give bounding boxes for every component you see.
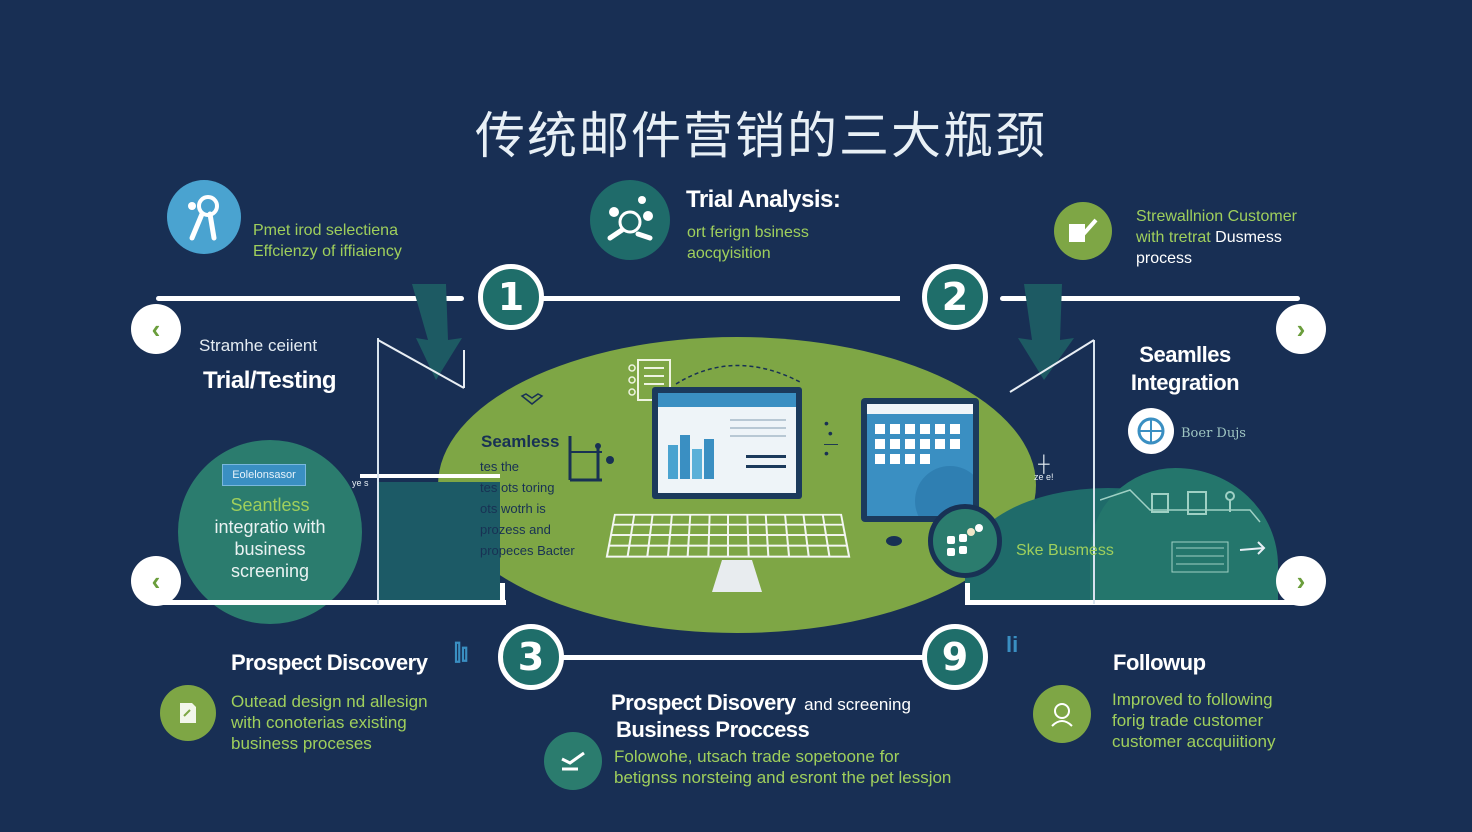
top-item-2-heading: Trial Analysis: xyxy=(686,186,840,214)
connector-line-bottom-right-riser xyxy=(965,583,970,605)
decorative-dots: • •—• xyxy=(824,418,838,458)
top-item-2-icon xyxy=(590,180,670,260)
decorative-diamond xyxy=(886,536,902,546)
connector-line-top-center xyxy=(540,296,900,301)
next-button-top[interactable]: › xyxy=(1276,304,1326,354)
top-item-1-icon xyxy=(167,180,241,254)
dashed-arc xyxy=(674,358,804,388)
left-panel-heading: Trial/Testing xyxy=(203,367,336,395)
step-1-badge: 1 xyxy=(478,264,544,330)
bottom-right-text: Improved to following forig trade custom… xyxy=(1112,689,1275,752)
connector-line-bottom-right xyxy=(965,600,1300,605)
right-small-label: ┼ ze e! xyxy=(1034,458,1054,482)
bottom-left-icon xyxy=(160,685,216,741)
chevron-right-icon: › xyxy=(1297,314,1306,345)
top-item-2-text: ort ferign bsiness aocqyisition xyxy=(687,222,809,264)
left-panel-badge: Eolelonsasor xyxy=(222,464,306,486)
checkmark-icon xyxy=(558,749,588,773)
right-icon-label: Boer Dujs xyxy=(1181,426,1246,441)
right-arrow-pointer xyxy=(1004,280,1104,395)
info-glyph-icon: li xyxy=(1006,632,1018,658)
page-title: 传统邮件营销的三大瓶颈 xyxy=(0,96,1472,168)
bottom-center-icon xyxy=(544,732,602,790)
prev-button-bottom[interactable]: ‹ xyxy=(131,556,181,606)
business-illustration xyxy=(1100,486,1280,576)
chevron-right-icon: › xyxy=(1297,566,1306,597)
center-panel-text: tes the tes ots toring ots wotrh is proz… xyxy=(480,456,575,561)
chart-glyph-icon: ⫿⫾ xyxy=(454,640,468,666)
left-circle-text: Seantless integratio with business scree… xyxy=(178,494,362,582)
connector-line-mid-left xyxy=(360,474,500,478)
bottom-left-text: Outead design nd allesign with conoteria… xyxy=(231,691,428,754)
bottom-right-icon xyxy=(1033,685,1091,743)
chevron-left-icon: ‹ xyxy=(152,314,161,345)
bottom-center-text: Folowohe, utsach trade sopetoone for bet… xyxy=(614,746,951,788)
user-icon xyxy=(1048,700,1076,728)
top-item-3-icon xyxy=(1054,202,1112,260)
bottom-center-heading: Prospect Disovery and screening xyxy=(611,690,911,716)
search-person-icon xyxy=(182,192,226,242)
center-panel-heading: Seamless xyxy=(481,432,559,452)
next-button-bottom[interactable]: › xyxy=(1276,556,1326,606)
monitor-illustration xyxy=(652,387,802,499)
globe-icon xyxy=(1128,408,1174,454)
right-panel-heading-line2: Integration xyxy=(1118,370,1252,396)
right-panel-heading-line1: Seamlles xyxy=(1124,342,1246,368)
top-item-1-text: Pmet irod selectiena Effcienzy of iffiai… xyxy=(253,220,402,262)
bottom-right-heading: Followup xyxy=(1113,650,1206,676)
left-arrow-pointer xyxy=(376,280,476,390)
chart-bracket-icon xyxy=(562,432,622,484)
left-small-label: ye s xyxy=(352,478,369,488)
check-document-icon xyxy=(1066,216,1100,246)
bottom-center-subheading: Business Proccess xyxy=(616,717,809,743)
grid-apps-icon xyxy=(928,504,1002,578)
analytics-network-icon xyxy=(602,192,658,248)
step-2-badge: 2 xyxy=(922,264,988,330)
connector-line-bottom-left-riser xyxy=(500,583,505,605)
connector-line-bottom-center xyxy=(560,655,930,660)
chevron-left-icon: ‹ xyxy=(152,566,161,597)
top-item-3-text: Strewallnion Customer with tretrat Dusme… xyxy=(1136,206,1297,269)
prev-button-top[interactable]: ‹ xyxy=(131,304,181,354)
bottom-left-heading: Prospect Discovery xyxy=(231,650,427,676)
document-icon xyxy=(177,700,199,726)
keyboard-illustration xyxy=(606,514,851,558)
step-3-badge: 3 xyxy=(498,624,564,690)
envelope-outline-icon xyxy=(520,392,544,408)
connector-line-bottom-left xyxy=(156,600,506,605)
step-9-badge: 9 xyxy=(922,624,988,690)
left-panel-subtitle: Stramhe ceiient xyxy=(199,336,317,356)
